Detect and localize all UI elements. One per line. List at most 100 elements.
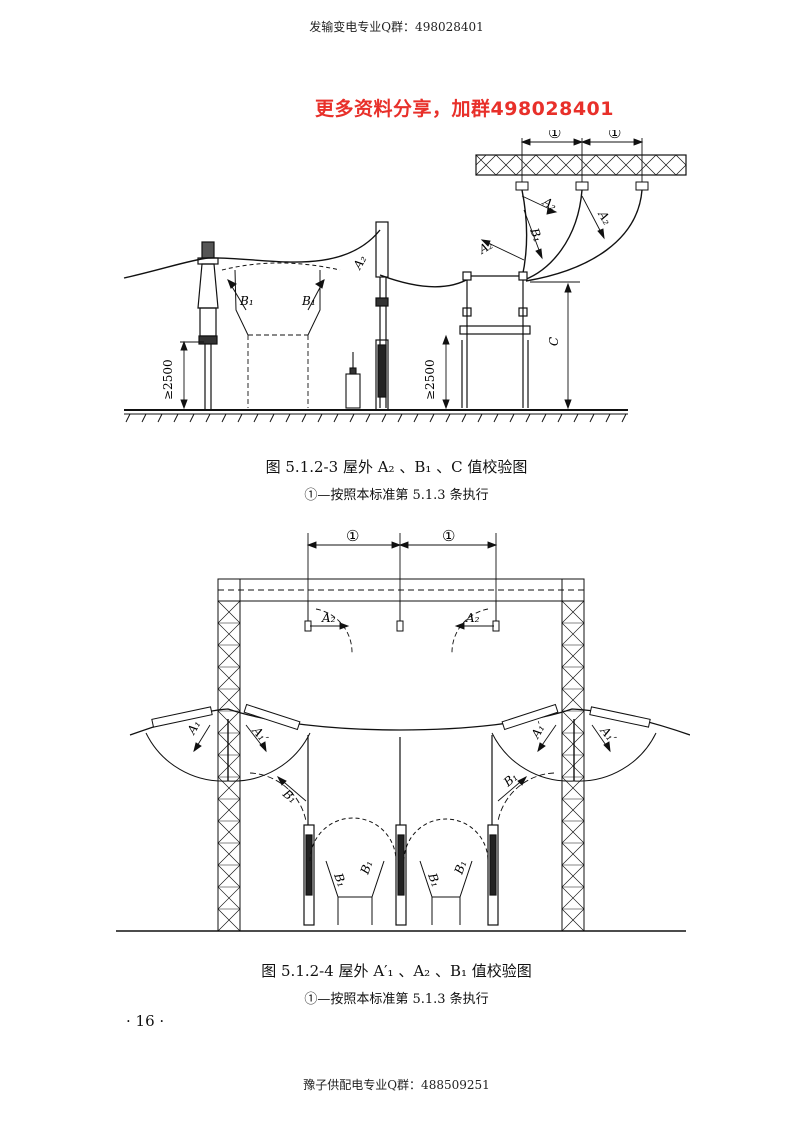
page-number: · 16 · xyxy=(126,1012,165,1030)
b1-arrows xyxy=(227,278,325,311)
b1-label-6: B₁ xyxy=(331,870,349,889)
a1-arcs xyxy=(145,719,657,782)
lattice-member xyxy=(561,732,585,756)
b1-label-8: B₁ xyxy=(425,870,443,889)
lattice-member xyxy=(217,754,241,778)
ground-tick xyxy=(525,413,531,423)
circled-2-label-b: ① xyxy=(442,527,455,545)
lattice-member xyxy=(217,798,241,822)
lattice-member xyxy=(561,798,585,822)
lattice-member xyxy=(561,710,585,734)
ground-tick xyxy=(381,413,387,423)
left-post-insulator xyxy=(197,241,219,410)
ge2500-label-right: ≥2500 xyxy=(423,359,437,400)
conductor-left xyxy=(123,229,381,279)
lattice-member xyxy=(561,754,585,778)
lattice-member xyxy=(217,820,241,844)
a2-label-4: A₂ xyxy=(476,238,496,257)
figure-1-caption: 图 5.1.2-3 屋外 A₂ 、B₁ 、C 值校验图 xyxy=(265,458,528,476)
ground-tick xyxy=(301,413,307,423)
lattice-member xyxy=(561,644,585,668)
b1-label-7: B₁ xyxy=(357,858,375,877)
figure-2-caption: 图 5.1.2-4 屋外 A′₁ 、A₂ 、B₁ 值校验图 xyxy=(261,962,532,980)
b1-label-3: B₁ xyxy=(527,225,545,244)
dimension-c xyxy=(530,281,580,410)
c-label: C xyxy=(547,337,561,346)
ground-tick xyxy=(173,413,179,423)
lattice-member xyxy=(217,644,241,668)
figure-1-note: ①—按照本标准第 5.1.3 条执行 xyxy=(304,488,489,503)
ground-line-1 xyxy=(124,409,628,415)
a2-label-1: A₂ xyxy=(350,253,369,273)
ground-tick xyxy=(541,413,547,423)
ground-tick xyxy=(157,413,163,423)
right-frame-structure xyxy=(459,271,531,408)
a1p-label-3: A₁′ xyxy=(597,723,619,745)
lattice-bracing-right xyxy=(561,600,585,932)
ground-tick xyxy=(221,413,227,423)
b1-label-2: B₁ xyxy=(301,294,316,308)
center-small-equipment xyxy=(345,352,361,409)
hanging-insulators xyxy=(304,601,500,632)
ground-tick xyxy=(141,413,147,423)
ground-tick xyxy=(445,413,451,423)
figure-2-note: ①—按照本标准第 5.1.3 条执行 xyxy=(304,992,489,1007)
ground-tick xyxy=(253,413,259,423)
promo-watermark: 更多资料分享，加群498028401 xyxy=(315,98,614,120)
ground-tick xyxy=(493,413,499,423)
lattice-member xyxy=(217,864,241,888)
page-footer: 豫子供配电专业Q群：488509251 xyxy=(303,1078,490,1092)
a2-arcs-top xyxy=(310,608,494,654)
lattice-member xyxy=(217,842,241,866)
ground-tick xyxy=(605,413,611,423)
circled-1-label-a: ① xyxy=(548,130,561,142)
ge2500-label-left: ≥2500 xyxy=(161,359,175,400)
a2-label-2: A₂ xyxy=(540,194,560,213)
a2-b1-arcs-right xyxy=(480,195,605,261)
lattice-member xyxy=(217,710,241,734)
lattice-member xyxy=(561,666,585,690)
lattice-member xyxy=(217,732,241,756)
lattice-member xyxy=(561,842,585,866)
figure-1-diagram: B₁ B₁ A₂ ≥2500 ① ① xyxy=(123,130,687,423)
strain-insulators xyxy=(151,703,651,731)
b1-label-5: B₁ xyxy=(500,770,520,790)
ground-hatching-1 xyxy=(125,413,627,423)
ground-tick xyxy=(317,413,323,423)
a2-label-5: A₂ xyxy=(321,611,336,625)
ground-tick xyxy=(205,413,211,423)
ground-tick xyxy=(509,413,515,423)
ground-tick xyxy=(557,413,563,423)
ground-tick xyxy=(333,413,339,423)
lattice-member xyxy=(217,622,241,646)
a2-label-3: A₂ xyxy=(595,208,614,228)
a2-label-6: A₂ xyxy=(465,611,480,625)
b1-arcs-side xyxy=(249,772,555,822)
lattice-member xyxy=(561,908,585,932)
conductor-middle xyxy=(379,274,471,288)
lattice-member xyxy=(217,688,241,712)
lattice-member xyxy=(561,820,585,844)
bottom-b1-shapes xyxy=(309,817,489,925)
b1-label-1: B₁ xyxy=(239,294,254,308)
ground-tick xyxy=(189,413,195,423)
ground-tick xyxy=(125,413,131,423)
dimension-circled-1 xyxy=(520,138,644,182)
lattice-member xyxy=(561,886,585,910)
ground-tick xyxy=(589,413,595,423)
a1-label: A₁ xyxy=(184,718,203,738)
ground-tick xyxy=(573,413,579,423)
lattice-member xyxy=(561,600,585,624)
ground-tick xyxy=(621,413,627,423)
ceiling-slab xyxy=(475,154,687,176)
circled-1-label-b: ① xyxy=(608,130,621,142)
ground-tick xyxy=(413,413,419,423)
center-disconnector xyxy=(375,221,389,411)
suspension-clamps xyxy=(515,181,649,191)
a1-arrows xyxy=(193,724,611,753)
lattice-member xyxy=(217,908,241,932)
ground-tick xyxy=(477,413,483,423)
circled-2-label-a: ① xyxy=(346,527,359,545)
ground-tick xyxy=(365,413,371,423)
lattice-member xyxy=(217,666,241,690)
